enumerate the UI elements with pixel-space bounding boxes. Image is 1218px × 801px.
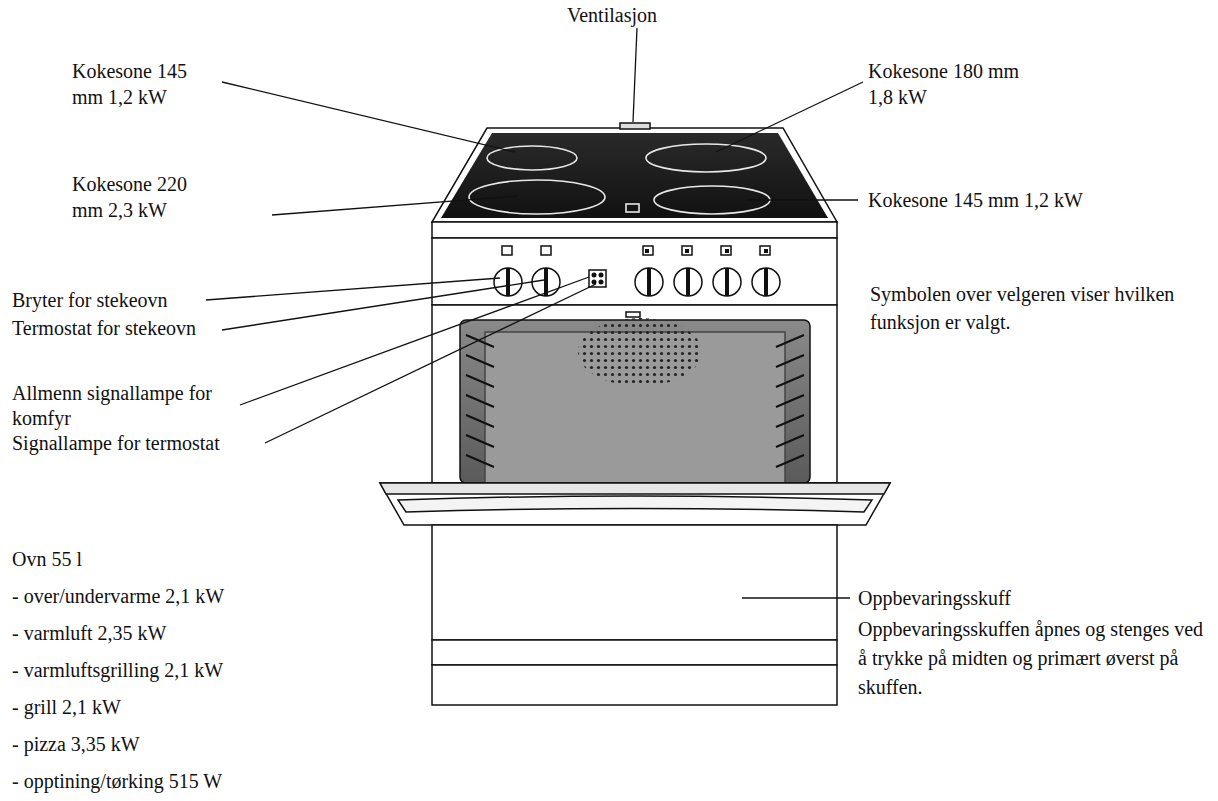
oven-spec: - pizza 3,35 kW xyxy=(12,733,140,755)
oven-spec: - over/undervarme 2,1 kW xyxy=(12,585,224,607)
oven-heading: Ovn 55 l xyxy=(12,548,82,570)
oven-spec: - varmluftsgrilling 2,1 kW xyxy=(12,659,223,681)
zone-label: Kokesone 145 mm 1,2 kW xyxy=(868,188,1083,212)
drawer-label: Oppbevaringsskuff xyxy=(858,586,1011,610)
note-text: Symbolen over velgeren viser hvilken fun… xyxy=(870,280,1200,336)
zone-label: Kokesone 180 mm 1,8 kW xyxy=(868,58,1046,110)
zone-label: Kokesone 145 mm 1,2 kW xyxy=(72,58,222,110)
control-label: Signallampe for termostat xyxy=(12,431,220,455)
drawer-note: Oppbevaringsskuffen åpnes og stenges ved… xyxy=(858,615,1210,702)
vent-label: Ventilasjon xyxy=(567,3,657,27)
oven-spec: - opptining/tørking 515 W xyxy=(12,770,222,792)
oven-spec: - varmluft 2,35 kW xyxy=(12,622,166,644)
control-label: Termostat for stekeovn xyxy=(12,316,196,340)
control-label: Bryter for stekeovn xyxy=(12,288,168,312)
zone-label: Kokesone 220 mm 2,3 kW xyxy=(72,171,222,223)
control-label: Allmenn signallampe for komfyr xyxy=(12,381,237,431)
oven-spec: - grill 2,1 kW xyxy=(12,696,121,718)
